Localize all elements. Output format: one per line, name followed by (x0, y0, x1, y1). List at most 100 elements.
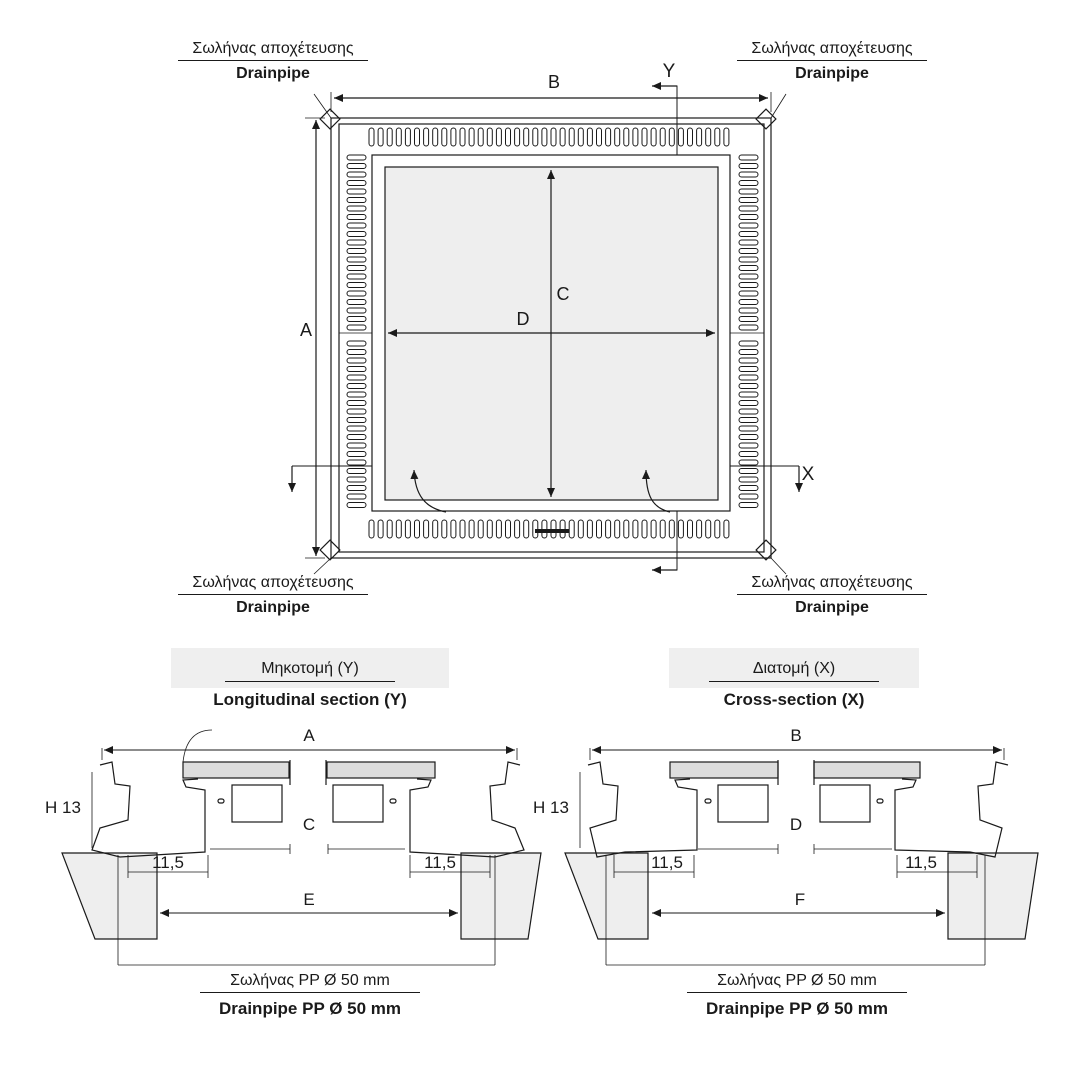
drain-slot (738, 197, 759, 203)
slope-arrow-right (642, 469, 671, 513)
drain-slot (346, 256, 367, 263)
corner-drain-br (755, 539, 777, 561)
tray-profile-left (587, 761, 698, 858)
drain-slot (696, 127, 703, 147)
drain-slot (650, 519, 657, 539)
concrete-base-left (564, 852, 649, 940)
drain-slot (523, 127, 530, 147)
drain-slot (404, 519, 411, 539)
drain-slot (714, 127, 721, 147)
drain-box-right (819, 784, 871, 823)
drain-slot (738, 265, 759, 271)
drain-slot (450, 127, 457, 147)
drain-slot (423, 127, 430, 147)
drain-box-left (717, 784, 769, 823)
drain-slot (346, 408, 367, 415)
drain-slot (386, 127, 393, 147)
drain-slot (346, 282, 367, 288)
drain-slot (738, 502, 759, 508)
drain-slot (659, 519, 666, 539)
tray-profile-right (894, 761, 1009, 858)
axis-y-label: Y (663, 61, 676, 82)
drain-slot (346, 316, 367, 322)
drain-slot (677, 519, 684, 539)
drain-slot (738, 485, 759, 491)
drain-slot (659, 127, 666, 147)
drain-slot (346, 231, 367, 237)
drain-slot (568, 519, 575, 539)
drain-slot (346, 485, 367, 491)
drain-slot (641, 519, 648, 539)
drain-slot (423, 519, 430, 539)
drain-slot (586, 519, 593, 539)
drain-slot (486, 519, 493, 539)
drain-slot (705, 127, 712, 147)
drain-slot (377, 127, 384, 147)
drain-slot (468, 127, 475, 147)
outer-frame-inner (338, 123, 765, 553)
dim-c-label: C (557, 284, 570, 304)
drain-slot (632, 127, 639, 147)
drain-slot (346, 459, 367, 466)
drainpipe-label-gr: Σωλήνας αποχέτευσης (737, 40, 927, 61)
drain-slot (346, 214, 367, 220)
drainpipe-label-gr: Σωλήνας αποχέτευσης (178, 574, 368, 595)
drain-slot (346, 400, 367, 406)
drain-slot (404, 127, 411, 147)
plan-view: A B C D Y X (288, 61, 815, 575)
drain-slot (596, 519, 602, 539)
concrete-base-left (61, 852, 158, 940)
drain-slot (677, 127, 684, 147)
drain-slot (738, 434, 759, 440)
longitudinal-section-title: Μηκοτομή (Y) Longitudinal section (Y) (171, 660, 449, 710)
drain-slot (738, 273, 759, 280)
drain-slot (738, 391, 759, 398)
drain-slot (532, 127, 539, 147)
grate-left (182, 761, 290, 779)
drain-slot (346, 248, 367, 254)
drain-slot (738, 417, 759, 423)
drain-slot (432, 519, 439, 539)
drain-slot (346, 154, 367, 161)
long-offset-right: 11,5 (424, 853, 456, 872)
drain-slot (346, 349, 367, 355)
drain-slot (495, 127, 502, 147)
drain-box-right (332, 784, 384, 823)
drain-slot (550, 127, 557, 147)
drain-slot (738, 425, 759, 432)
drain-slot (568, 127, 575, 147)
drain-slot (605, 519, 612, 539)
drain-slot (395, 127, 402, 147)
drain-slot (614, 127, 621, 147)
drain-slot (623, 519, 630, 539)
drain-slot (641, 127, 648, 147)
drain-slot (668, 519, 675, 539)
drain-slot (346, 451, 367, 457)
long-dim-overall: A (303, 726, 315, 745)
cross-offset-left: 11,5 (651, 853, 683, 872)
cross-dim-inner: D (790, 815, 802, 834)
slot-column-left (346, 154, 367, 508)
drain-slot (738, 374, 759, 381)
drain-slot (346, 391, 367, 398)
drain-slot (346, 239, 367, 246)
drain-box-left (231, 784, 283, 823)
pipe-label-en: Drainpipe PP Ø 50 mm (218, 999, 402, 1018)
long-pipe-label: Σωλήνας PP Ø 50 mm Drainpipe PP Ø 50 mm (200, 972, 420, 1019)
drain-slot (687, 127, 693, 147)
drain-slot (738, 366, 759, 372)
cross-dim-overall: B (790, 726, 801, 745)
drain-slot (450, 519, 457, 539)
slope-arrow-left (410, 469, 447, 513)
cross-height: H 13 (533, 798, 569, 817)
drain-slot (346, 417, 367, 423)
drain-slot (514, 127, 521, 147)
drain-slot (738, 340, 759, 347)
drain-slot (346, 307, 367, 314)
drain-slot (738, 324, 759, 331)
drain-slot (705, 519, 712, 539)
grate-right (326, 761, 436, 779)
drain-slot (346, 171, 367, 178)
drain-slot (505, 519, 511, 539)
drain-slot (346, 299, 367, 305)
